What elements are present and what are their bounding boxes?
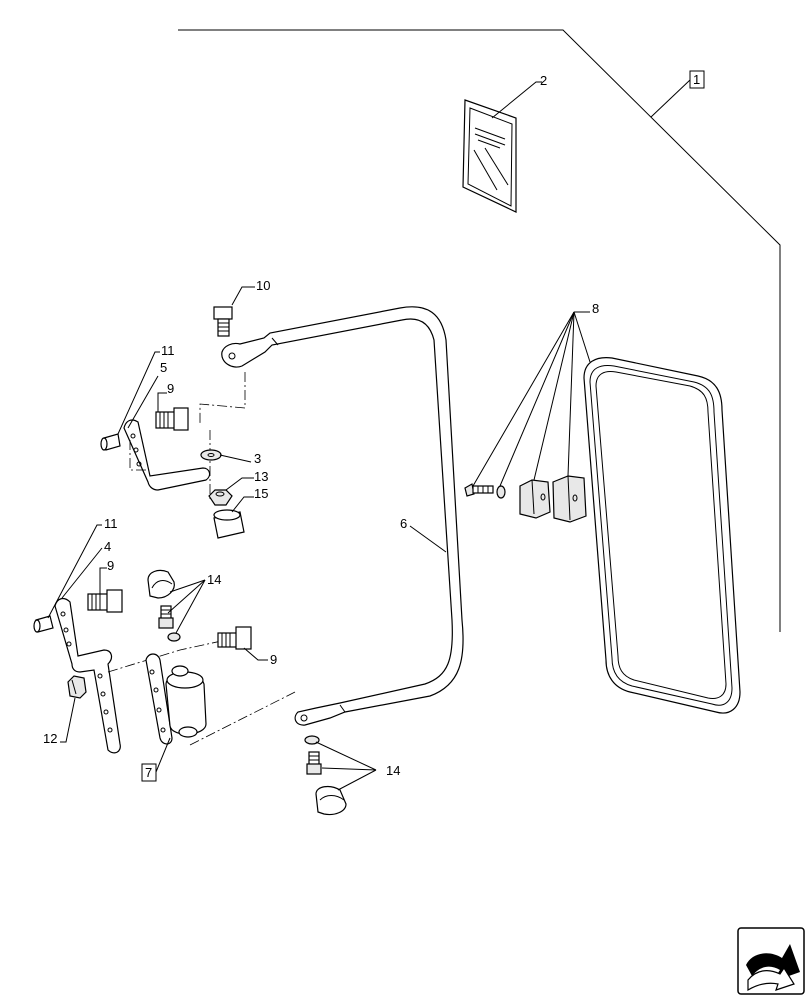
bolt-part-14-lower — [306, 751, 322, 775]
callout-9-upper[interactable]: 9 — [157, 381, 174, 412]
svg-text:15: 15 — [254, 486, 268, 501]
clamp-block-part-8-right — [552, 475, 587, 523]
svg-text:14: 14 — [386, 763, 400, 778]
bolt-part-9-lower-left — [87, 589, 123, 613]
svg-text:9: 9 — [167, 381, 174, 396]
callout-14-upper[interactable]: 14 — [167, 572, 221, 634]
clamp-block-part-8-left — [519, 479, 551, 519]
pivot-assembly-part-7 — [145, 653, 207, 745]
callout-3[interactable]: 3 — [219, 451, 261, 466]
cap-part-14-upper — [147, 569, 175, 599]
washer-part-14-lower — [304, 735, 320, 745]
callout-5[interactable]: 5 — [127, 360, 167, 429]
washer-part-8 — [496, 485, 506, 499]
svg-text:13: 13 — [254, 469, 268, 484]
mirror-head — [583, 357, 741, 714]
bushing-part-15 — [213, 509, 245, 539]
callout-11-upper[interactable]: 11 — [117, 343, 175, 435]
cap-part-14-lower — [315, 785, 347, 816]
svg-text:9: 9 — [107, 558, 114, 573]
washer-part-3 — [200, 449, 222, 461]
callout-10[interactable]: 10 — [231, 278, 270, 306]
callout-8[interactable]: 8 — [472, 301, 599, 487]
svg-text:4: 4 — [104, 539, 111, 554]
bolt-part-9-lower-right — [217, 626, 252, 650]
svg-text:12: 12 — [43, 731, 57, 746]
bolt-part-14-upper — [158, 605, 174, 629]
svg-text:11: 11 — [104, 516, 118, 531]
svg-text:3: 3 — [254, 451, 261, 466]
callout-6[interactable]: 6 — [400, 516, 447, 553]
assembly-outline — [178, 29, 781, 632]
callout-15[interactable]: 15 — [231, 486, 268, 513]
nut-part-13 — [208, 489, 233, 506]
svg-text:1: 1 — [693, 72, 700, 87]
pin-part-11-lower — [33, 615, 54, 633]
callout-14-lower[interactable]: 14 — [315, 741, 400, 791]
svg-text:6: 6 — [400, 516, 407, 531]
pin-part-11-upper — [100, 433, 121, 451]
bolt-part-9-upper — [155, 407, 189, 431]
svg-text:5: 5 — [160, 360, 167, 375]
svg-text:8: 8 — [592, 301, 599, 316]
callout-1[interactable]: 1 — [650, 70, 705, 118]
callout-11-lower[interactable]: 11 — [47, 516, 118, 619]
svg-text:14: 14 — [207, 572, 221, 587]
screw-part-8 — [464, 483, 494, 497]
nut-part-12 — [67, 675, 87, 699]
next-page-arrow-icon[interactable] — [737, 927, 805, 995]
decal-part-2 — [462, 99, 517, 213]
svg-text:10: 10 — [256, 278, 270, 293]
bracket-part-5 — [123, 419, 211, 491]
callout-9-lower-left[interactable]: 9 — [99, 558, 114, 594]
washer-part-14-upper — [167, 632, 181, 642]
svg-text:7: 7 — [145, 765, 152, 780]
callout-9-lower-right[interactable]: 9 — [243, 647, 277, 667]
callout-12[interactable]: 12 — [43, 697, 76, 746]
callout-4[interactable]: 4 — [61, 539, 111, 599]
svg-text:11: 11 — [161, 343, 175, 358]
callout-7[interactable]: 7 — [141, 737, 171, 782]
callout-2[interactable]: 2 — [491, 73, 547, 119]
bracket-part-4 — [54, 597, 121, 754]
svg-text:2: 2 — [540, 73, 547, 88]
bolt-part-10 — [213, 306, 233, 337]
svg-text:9: 9 — [270, 652, 277, 667]
callout-13[interactable]: 13 — [225, 469, 268, 491]
mirror-arm-part-6 — [221, 306, 464, 726]
